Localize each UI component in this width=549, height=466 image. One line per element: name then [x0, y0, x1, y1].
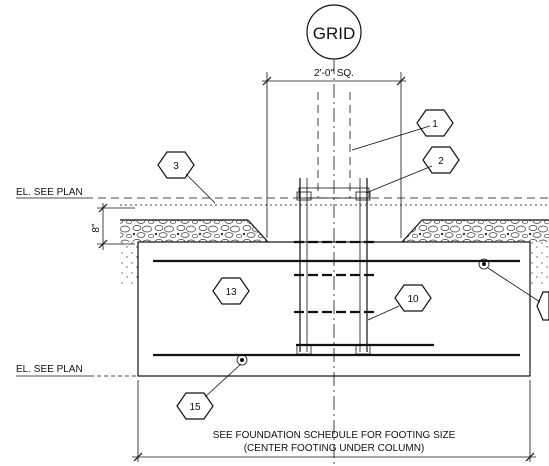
- top-elevation-label: EL. SEE PLAN: [16, 187, 83, 198]
- callout-13-label: 13: [225, 287, 237, 298]
- footing-note-line2: (CENTER FOOTING UNDER COLUMN): [244, 443, 425, 454]
- pier-width-dimension: 2'-0" SQ.: [262, 68, 406, 238]
- callout-10: 10: [367, 284, 432, 321]
- callout-10-label: 10: [407, 294, 419, 305]
- callout-1-label: 1: [432, 119, 438, 130]
- anchor-bolts: [294, 178, 434, 355]
- bottom-elevation: EL. SEE PLAN: [16, 364, 138, 377]
- gravel-fill-right: [401, 219, 549, 285]
- grid-marker: GRID: [306, 4, 362, 60]
- callout-15: 15: [176, 363, 242, 420]
- callout-15-label: 15: [189, 402, 201, 413]
- callout-13: 13: [212, 277, 250, 305]
- rebar-dots: [236, 258, 490, 366]
- callout-3-label: 3: [173, 161, 179, 172]
- callout-1: 1: [351, 109, 454, 151]
- concrete-footing: [137, 241, 531, 377]
- grid-label: GRID: [313, 24, 356, 43]
- top-elevation: EL. SEE PLAN: [16, 187, 549, 206]
- pier-width-label: 2'-0" SQ.: [314, 68, 354, 79]
- slab-thickness-label: 8": [91, 223, 102, 233]
- callout-2: 2: [365, 146, 460, 194]
- slab-thickness-dimension: 8": [91, 203, 135, 250]
- footing-width-dimension: SEE FOUNDATION SCHEDULE FOR FOOTING SIZE…: [132, 380, 536, 462]
- steel-column: [317, 92, 351, 198]
- bottom-elevation-label: EL. SEE PLAN: [16, 364, 83, 375]
- callout-3: 3: [157, 151, 216, 204]
- footing-note-line1: SEE FOUNDATION SCHEDULE FOR FOOTING SIZE: [213, 430, 456, 441]
- callout-2-label: 2: [438, 156, 444, 167]
- gravel-fill-left: [120, 219, 269, 285]
- callout-right-edge: [487, 267, 549, 321]
